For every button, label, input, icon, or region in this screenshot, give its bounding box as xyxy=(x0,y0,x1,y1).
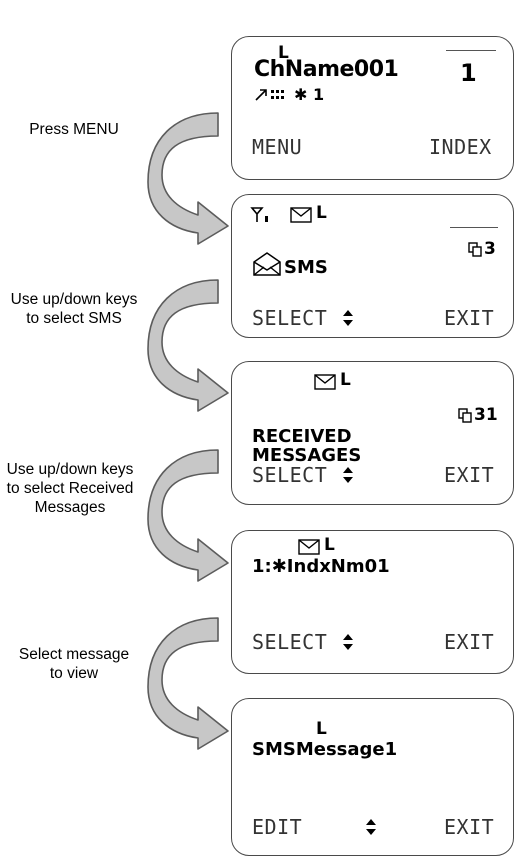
screen-message-view: L SMSMessage1 EDIT EXIT xyxy=(231,698,514,856)
step-label-select-sms: Use up/down keys to select SMS xyxy=(10,291,138,327)
step-label-select-message: Select message to view xyxy=(18,646,130,682)
sms-counter: 3 xyxy=(484,239,496,259)
up-down-icon xyxy=(343,467,353,483)
message-entry[interactable]: 1:✱IndxNm01 xyxy=(252,556,390,577)
screen-message-list: L 1:✱IndxNm01 SELECT EXIT xyxy=(231,530,514,674)
open-envelope-icon xyxy=(253,252,281,276)
screen-sms-submenu: L 31 RECEIVED MESSAGES SELECT EXIT xyxy=(231,361,514,505)
select-softkey[interactable]: SELECT xyxy=(252,630,328,654)
exit-softkey[interactable]: EXIT xyxy=(444,463,495,487)
envelope-icon xyxy=(314,374,336,390)
index-softkey[interactable]: INDEX xyxy=(429,135,492,159)
scan-icon xyxy=(255,89,284,101)
select-softkey[interactable]: SELECT xyxy=(252,463,328,487)
menu-softkey[interactable]: MENU xyxy=(252,135,303,159)
step-label-press-menu: Press MENU xyxy=(29,121,119,138)
up-down-icon xyxy=(366,819,376,835)
channel-number: 1 xyxy=(460,59,477,87)
counter-overline xyxy=(450,227,498,228)
menu-item-sms[interactable]: SMS xyxy=(284,257,328,278)
message-text: SMSMessage1 xyxy=(252,739,398,760)
flow-arrow-3 xyxy=(147,449,229,582)
l-marker: L xyxy=(324,535,335,555)
l-marker: L xyxy=(278,43,289,63)
stack-icon xyxy=(458,408,472,423)
channel-number-overline xyxy=(446,50,496,51)
l-marker: L xyxy=(316,719,327,739)
received-counter: 31 xyxy=(474,405,498,425)
stack-icon xyxy=(468,242,482,257)
flow-arrow-2 xyxy=(147,279,229,412)
antenna-icon xyxy=(250,207,268,222)
envelope-icon xyxy=(290,207,312,223)
screen-sms-menu: L 3 SMS SELECT EXIT xyxy=(231,194,514,338)
screen-main: L ChName001 1 ✱ 1 MENU INDEX xyxy=(231,36,514,180)
up-down-icon xyxy=(343,634,353,650)
envelope-icon xyxy=(298,539,320,555)
flow-arrow-4 xyxy=(147,617,229,750)
exit-softkey[interactable]: EXIT xyxy=(444,630,495,654)
edit-softkey[interactable]: EDIT xyxy=(252,815,303,839)
exit-softkey[interactable]: EXIT xyxy=(444,306,495,330)
menu-item-received-line1[interactable]: RECEIVED xyxy=(252,426,352,447)
exit-softkey[interactable]: EXIT xyxy=(444,815,495,839)
status-text: ✱ 1 xyxy=(294,85,325,104)
select-softkey[interactable]: SELECT xyxy=(252,306,328,330)
flow-arrow-1 xyxy=(147,112,229,245)
channel-name: ChName001 xyxy=(254,57,399,82)
l-marker: L xyxy=(316,203,327,223)
up-down-icon xyxy=(343,310,353,326)
l-marker: L xyxy=(340,370,351,390)
menu-item-received-line2[interactable]: MESSAGES xyxy=(252,445,362,466)
step-label-select-received: Use up/down keys to select Received Mess… xyxy=(6,461,134,516)
